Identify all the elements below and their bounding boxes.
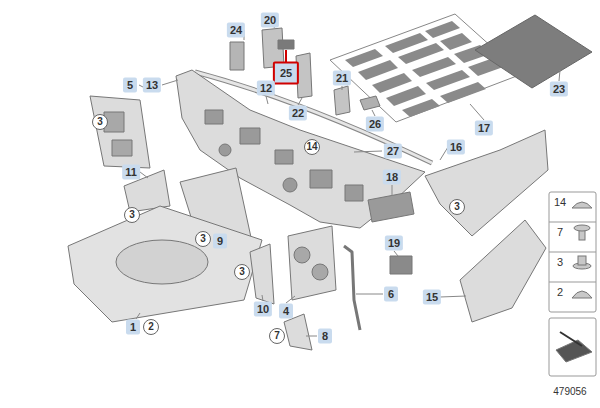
legend-number: 2 <box>557 286 563 299</box>
circled-callout: 2 <box>143 319 159 335</box>
circled-callout: 3 <box>449 199 465 215</box>
callout-number: 27 <box>384 144 402 159</box>
highlighted-callout: 25 <box>273 62 299 85</box>
callout-number: 24 <box>227 23 245 38</box>
callout-number: 15 <box>423 290 441 305</box>
callout-number: 17 <box>475 121 493 136</box>
callout-number: 12 <box>257 81 275 96</box>
callout-number: 19 <box>385 236 403 251</box>
callout-number: 23 <box>550 82 568 97</box>
callout-number: 13 <box>143 78 161 93</box>
circled-callout: 14 <box>304 139 320 155</box>
callout-number: 9 <box>213 234 227 249</box>
callout-number: 11 <box>122 165 140 180</box>
callout-number: 21 <box>333 71 351 86</box>
callout-number: 20 <box>261 13 279 28</box>
legend-number: 14 <box>554 196 566 209</box>
legend-number: 3 <box>557 256 563 269</box>
callout-number: 18 <box>383 170 401 185</box>
callout-number: 4 <box>279 304 293 319</box>
circled-callout: 3 <box>195 231 211 247</box>
callout-number: 8 <box>318 329 332 344</box>
callout-number: 5 <box>123 78 137 93</box>
diagram-number: 479056 <box>553 385 586 398</box>
legend-number: 7 <box>557 226 563 239</box>
callout-number: 16 <box>447 140 465 155</box>
callout-number: 10 <box>254 302 272 317</box>
circled-callout: 3 <box>234 264 250 280</box>
circled-callout: 3 <box>92 114 108 130</box>
callout-number: 22 <box>289 106 307 121</box>
callout-number: 26 <box>366 117 384 132</box>
circled-callout: 7 <box>269 328 285 344</box>
callout-number: 1 <box>126 320 140 335</box>
callout-number: 6 <box>384 287 398 302</box>
circled-callout: 3 <box>124 207 140 223</box>
